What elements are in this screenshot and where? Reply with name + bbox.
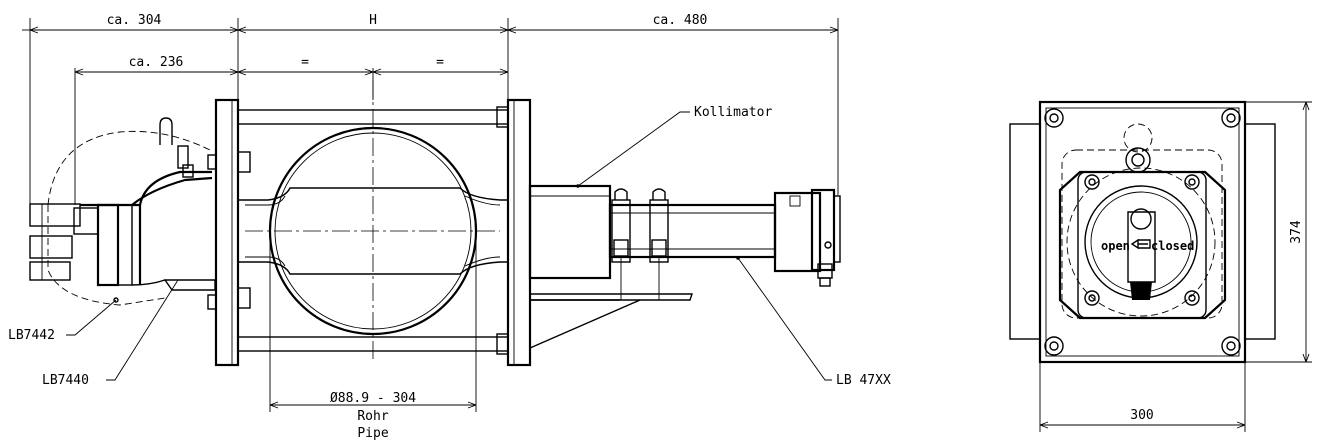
front-view: [1009, 100, 1276, 364]
dim-height-374: 374: [1289, 220, 1304, 244]
front-view-dimensions: [1039, 101, 1312, 432]
dim-h: H: [369, 13, 377, 28]
label-lb47xx: LB 47XX: [836, 373, 891, 388]
corner-bolts: [1044, 108, 1241, 356]
dim-ca-304: ca. 304: [107, 13, 162, 28]
leader-lines: [66, 111, 832, 381]
dim-equal-right: =: [436, 55, 444, 70]
dim-ca-480: ca. 480: [653, 13, 708, 28]
dim-width-300: 300: [1130, 408, 1153, 423]
side-view: [29, 80, 841, 412]
dim-ca-236: ca. 236: [129, 55, 184, 70]
label-lb7442: LB7442: [8, 328, 55, 343]
label-rohr: Rohr: [357, 409, 388, 424]
dim-diameter: Ø88.9 - 304: [330, 391, 416, 406]
label-closed: closed: [1151, 239, 1194, 253]
label-kollimator: Kollimator: [694, 105, 772, 120]
dimension-lines-top: [22, 18, 839, 205]
label-pipe: Pipe: [357, 426, 388, 441]
label-lb7440: LB7440: [42, 373, 89, 388]
label-open: open: [1101, 239, 1130, 253]
dim-equal-left: =: [301, 55, 309, 70]
inner-bolts: [1084, 174, 1200, 306]
